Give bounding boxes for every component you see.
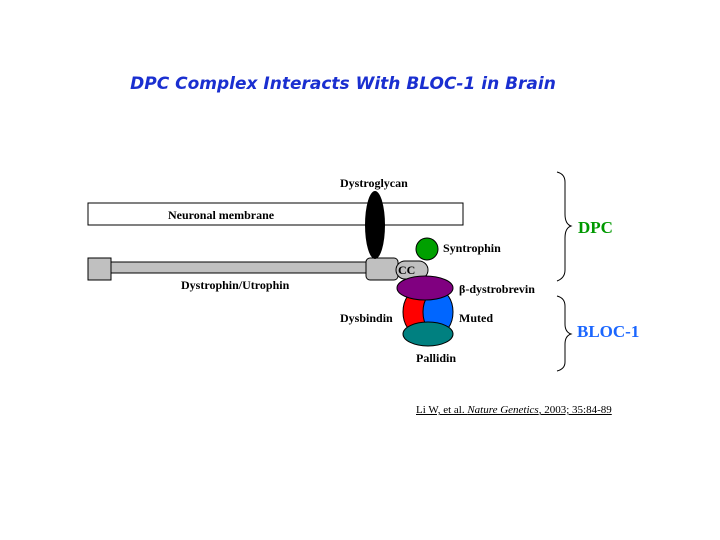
syntrophin-shape: [415, 237, 439, 261]
dystrophin-rod-shape: [110, 261, 370, 274]
dpc-group-label: DPC: [578, 218, 613, 237]
dystrophin-label: Dystrophin/Utrophin: [181, 278, 290, 292]
dystrobrevin-shape: [396, 275, 454, 301]
dystrophin-n-terminus-shape: [87, 257, 112, 281]
neuronal-membrane-shape: [87, 202, 464, 226]
membrane-label: Neuronal membrane: [168, 208, 275, 222]
dysbindin-label: Dysbindin: [340, 311, 393, 325]
citation-prefix: Li W, et al.: [416, 404, 468, 416]
dystroglycan-shape: [365, 191, 385, 259]
pallidin-shape: [402, 321, 454, 347]
pallidin-label: Pallidin: [416, 351, 457, 365]
dystrobrevin-label: β-dystrobrevin: [459, 282, 535, 296]
syntrophin-label: Syntrophin: [443, 241, 501, 255]
muted-label: Muted: [459, 311, 493, 325]
dpc-brace: [556, 171, 573, 282]
cc-label: CC: [398, 263, 416, 277]
citation-suffix: , 2003; 35:84-89: [538, 404, 612, 416]
citation: Li W, et al. Nature Genetics, 2003; 35:8…: [416, 404, 612, 416]
dystroglycan-label: Dystroglycan: [340, 176, 408, 190]
slide-title: DPC Complex Interacts With BLOC-1 in Bra…: [130, 74, 556, 94]
dystrophin-c-terminus-shape: [365, 257, 399, 281]
bloc1-group-label: BLOC-1: [577, 322, 640, 341]
citation-journal: Nature Genetics: [467, 404, 539, 416]
bloc1-brace: [556, 295, 573, 372]
